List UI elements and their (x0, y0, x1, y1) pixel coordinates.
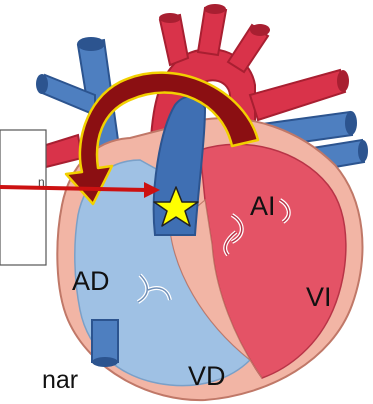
text-box: n (0, 130, 46, 265)
text-box-frame (0, 130, 46, 265)
pulmonary-vessel-right (250, 70, 345, 120)
cut-word-fragment: nar (42, 366, 78, 394)
label-left-ventricle: VI (306, 282, 332, 312)
label-left-atrium: AI (250, 191, 276, 221)
label-right-atrium: AD (72, 266, 110, 296)
inferior-vena-cava (92, 320, 118, 362)
label-right-ventricle: VD (188, 361, 226, 391)
